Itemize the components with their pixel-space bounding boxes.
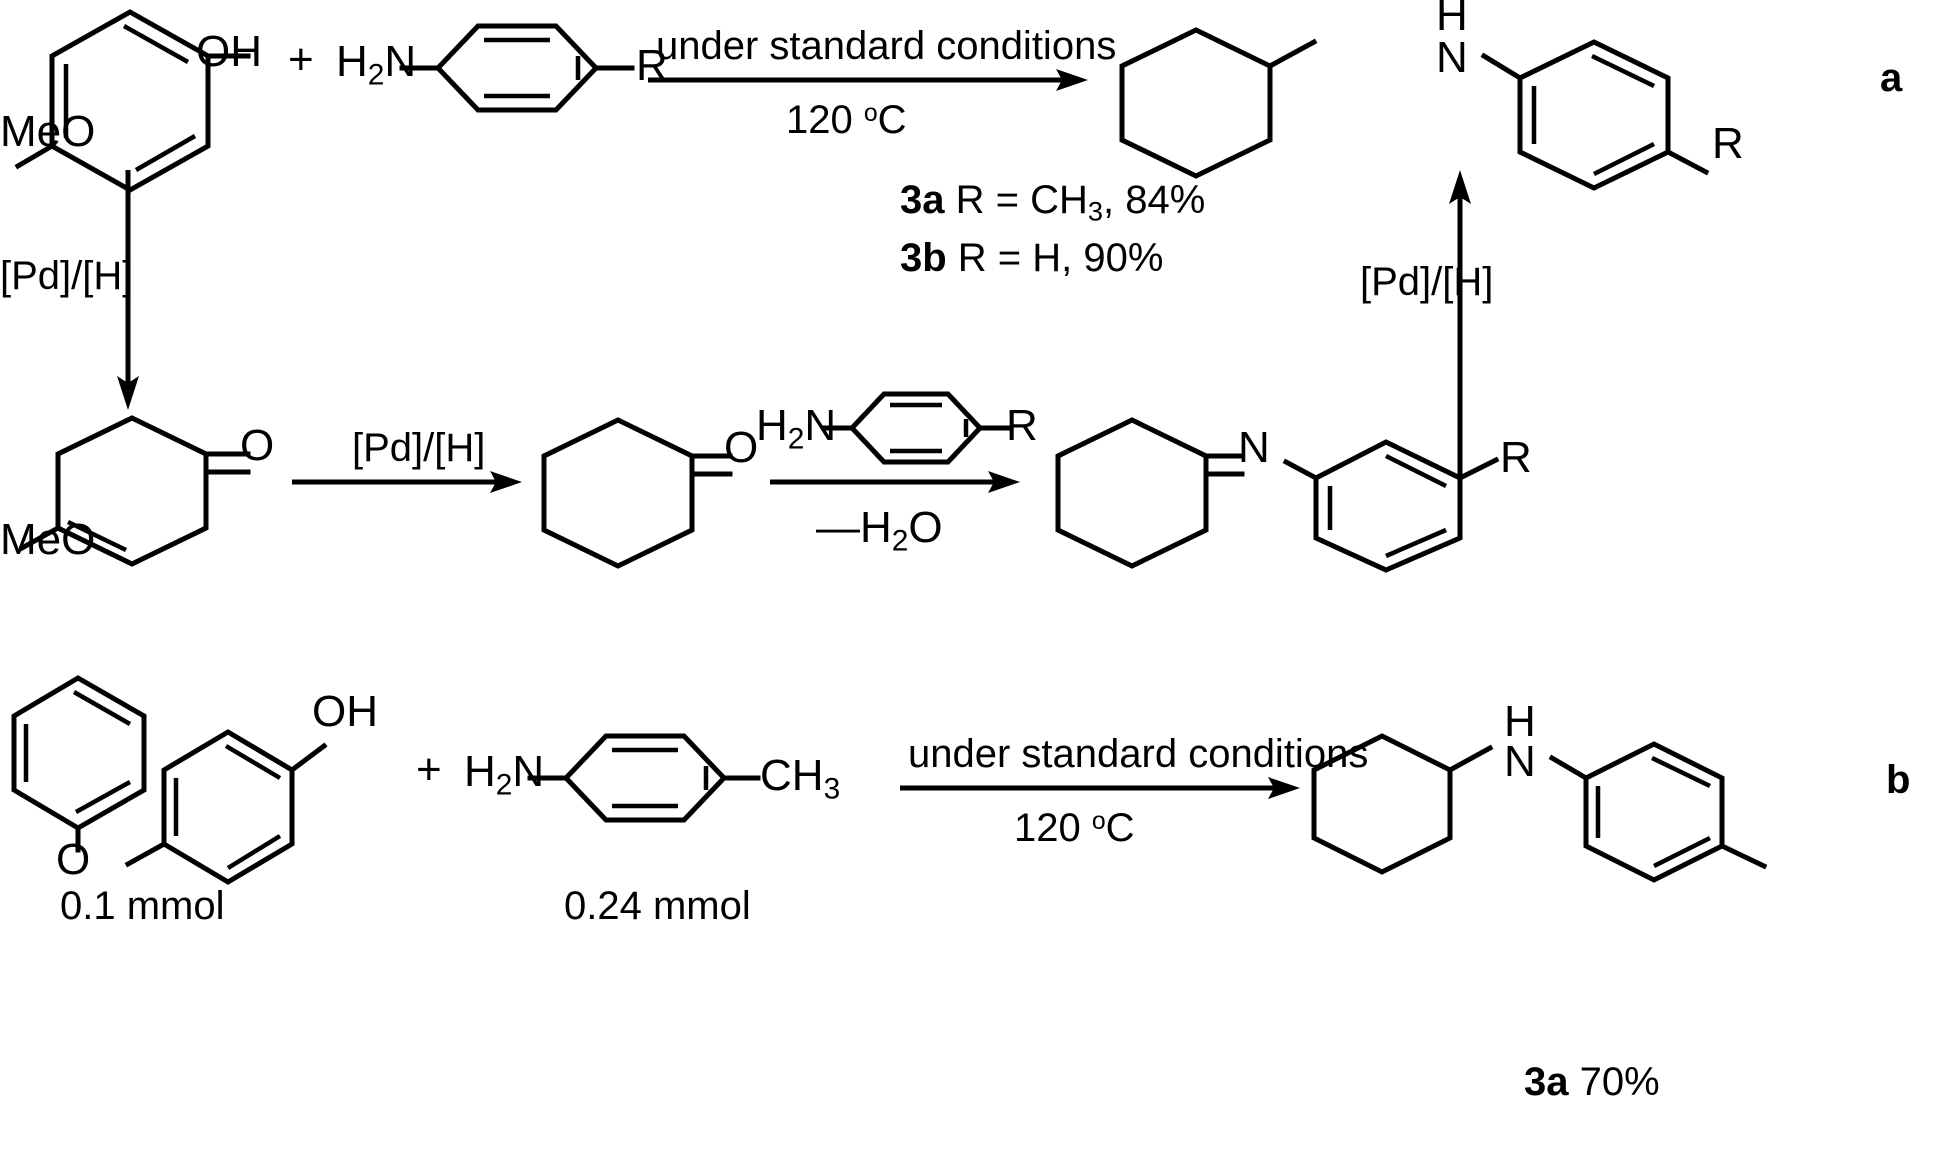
structure-methoxycyclohexenone bbox=[18, 412, 302, 567]
label-h2n-aniline-a: H2N bbox=[336, 40, 416, 90]
reaction-arrow-condensation bbox=[770, 462, 1020, 502]
temp-value-a: 120 bbox=[786, 98, 853, 142]
amine-h-mid: H bbox=[756, 401, 788, 450]
label-meo-methoxycyclohexenone: MeO bbox=[0, 515, 96, 564]
structure-product-tolyl-b bbox=[1548, 741, 1792, 883]
yield-product-b: 3a 70% bbox=[1524, 1062, 1660, 1102]
yield-line-3a: 3a R = CH3, 84% bbox=[900, 180, 1205, 225]
label-r-product-a: R bbox=[1712, 119, 1744, 168]
vertical-arrow-left-a bbox=[108, 170, 148, 410]
structure-aniline-a bbox=[399, 18, 660, 158]
yield-tail-3a: , 84% bbox=[1102, 178, 1206, 222]
arrow-temperature-a: 120 oC bbox=[786, 100, 907, 140]
reaction-arrow-b bbox=[900, 768, 1300, 808]
structure-phenoxy-phenyl-ring bbox=[10, 672, 190, 853]
label-r-imine: R bbox=[1500, 433, 1532, 482]
temp-unit-a: C bbox=[877, 98, 907, 142]
label-o-cyclohexanone: O bbox=[724, 423, 759, 472]
label-nh-n-product-a: N bbox=[1436, 33, 1468, 82]
temp-unit-b: C bbox=[1105, 806, 1135, 850]
yield-value-b: 70% bbox=[1568, 1060, 1660, 1104]
arrow-condition-above-a: under standard conditions bbox=[656, 24, 1117, 68]
plus-sign-b: + bbox=[416, 745, 442, 794]
temp-value-b: 120 bbox=[1014, 806, 1081, 850]
arrow-temperature-b: 120 oC bbox=[1014, 808, 1135, 848]
label-r-aniline-mid: R bbox=[1006, 401, 1038, 450]
structure-product-cyclohexyl-b bbox=[1311, 730, 1512, 875]
water-loss-o: O bbox=[908, 503, 943, 552]
yield-tag-3a: 3a bbox=[900, 178, 945, 222]
structure-aniline-mid bbox=[821, 388, 1026, 498]
label-meo-methoxyphenol: MeO bbox=[0, 107, 96, 156]
structure-product-cyclohexyl-a bbox=[1118, 22, 1338, 179]
label-ch3-toluidine: CH3 bbox=[760, 754, 840, 804]
panel-label-a: a bbox=[1880, 56, 1903, 100]
yield-line-3b: 3b R = H, 90% bbox=[900, 238, 1163, 278]
amine-h-sub-mid: 2 bbox=[787, 422, 805, 456]
quantity-reactant1-b: 0.1 mmol bbox=[60, 884, 225, 928]
toluidine-n: N bbox=[512, 747, 545, 796]
plus-sign-a: + bbox=[288, 35, 314, 84]
amine-n: N bbox=[384, 37, 417, 86]
label-h2n-aniline-mid: H2N bbox=[756, 404, 836, 454]
label-o-methoxycyclohexenone: O bbox=[240, 421, 275, 470]
reaction-arrow-a bbox=[648, 60, 1088, 100]
label-n-imine: N bbox=[1238, 423, 1270, 472]
right-arrow-catalyst-label-a: [Pd]/[H] bbox=[1360, 260, 1494, 304]
water-loss-prefix: —H bbox=[816, 503, 892, 552]
yield-body-3b: R = H, 90% bbox=[946, 236, 1164, 280]
quantity-reactant2-b: 0.24 mmol bbox=[564, 884, 751, 928]
mid-arrow-catalyst-label: [Pd]/[H] bbox=[352, 426, 486, 470]
structure-imine-aryl bbox=[1282, 424, 1526, 573]
panel-label-b: b bbox=[1886, 758, 1911, 802]
structure-product-aryl-a bbox=[1480, 39, 1724, 191]
degree-symbol-a: o bbox=[863, 100, 878, 128]
label-oh-methoxyphenol: OH bbox=[196, 27, 262, 76]
structure-phenoxyphenol-ring bbox=[124, 712, 342, 892]
label-water-loss: —H2O bbox=[816, 506, 943, 556]
label-nh-h-product-b: H bbox=[1504, 697, 1536, 746]
amine-h: H bbox=[336, 37, 368, 86]
arrow-condition-above-b: under standard conditions bbox=[908, 732, 1369, 776]
label-nh-h-product-a: H bbox=[1436, 0, 1468, 40]
toluidine-h-sub: 2 bbox=[495, 768, 513, 802]
yield-sub-3a: 3 bbox=[1087, 195, 1103, 227]
structure-imine-cyclohexyl bbox=[1055, 414, 1262, 569]
degree-symbol-b: o bbox=[1091, 808, 1106, 836]
structure-cyclohexanone bbox=[541, 414, 748, 569]
amine-h-subscript: 2 bbox=[367, 58, 385, 92]
vertical-arrow-right-a bbox=[1440, 170, 1480, 480]
left-arrow-catalyst-label-a: [Pd]/[H] bbox=[0, 254, 134, 298]
structure-toluidine-ring bbox=[527, 728, 788, 868]
water-loss-sub: 2 bbox=[891, 524, 909, 558]
label-h2n-toluidine: H2N bbox=[464, 750, 544, 800]
label-oh-phenoxyphenol: OH bbox=[312, 687, 378, 736]
yield-tag-3b: 3b bbox=[900, 236, 947, 280]
toluidine-methyl: CH bbox=[760, 751, 824, 800]
yield-tag-b: 3a bbox=[1524, 1060, 1569, 1104]
toluidine-methyl-sub: 3 bbox=[823, 772, 841, 806]
label-nh-n-product-b: N bbox=[1504, 737, 1536, 786]
yield-body-3a: R = CH bbox=[944, 178, 1088, 222]
reaction-arrow-mid-1 bbox=[292, 462, 522, 502]
toluidine-h: H bbox=[464, 747, 496, 796]
label-ether-o-phenoxyphenol: O bbox=[56, 835, 91, 884]
